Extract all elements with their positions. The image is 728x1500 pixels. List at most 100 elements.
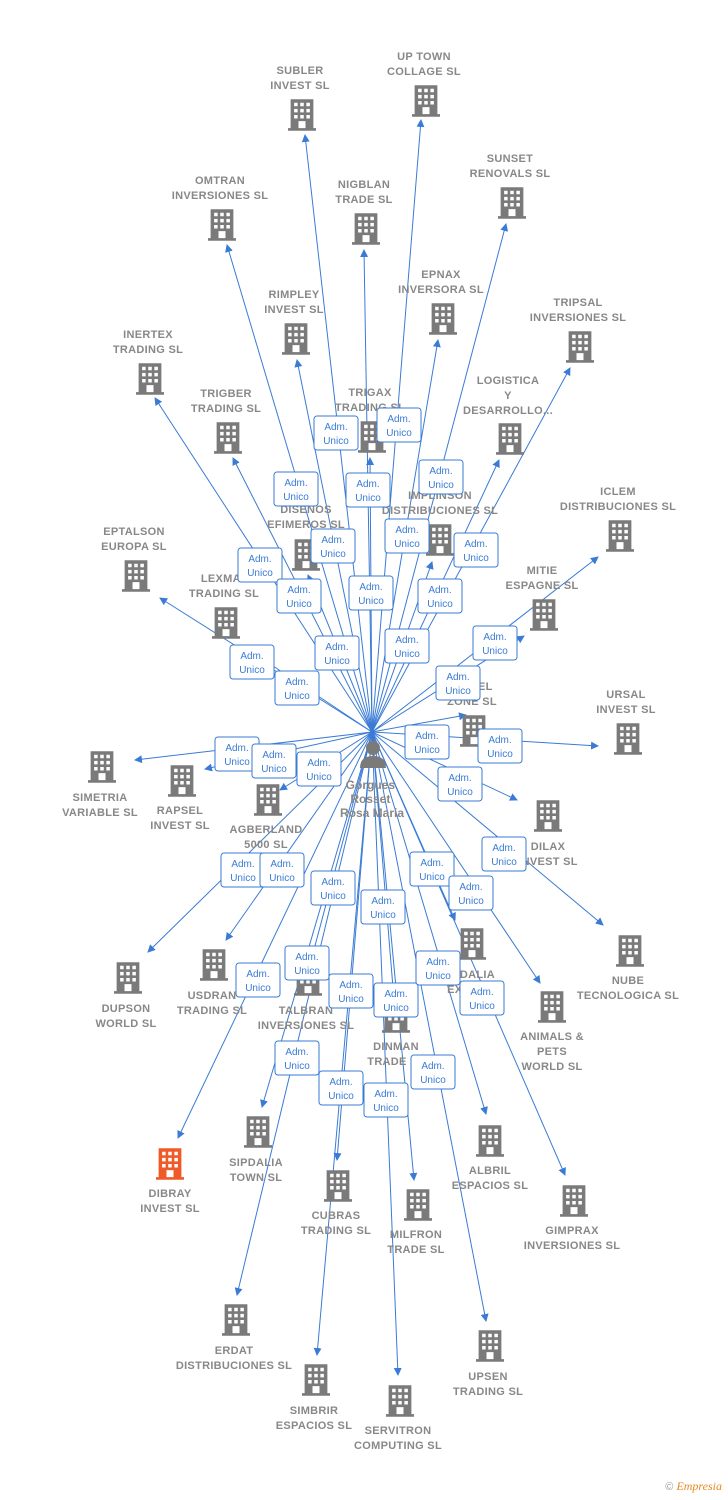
role-badge[interactable]: Adm.Unico [448, 875, 494, 911]
role-badge[interactable]: Adm.Unico [417, 578, 463, 614]
building-icon [458, 928, 486, 960]
role-type: Unico [445, 686, 471, 697]
company-label-line: INVERSIONES SL [530, 312, 627, 324]
role-badge[interactable]: Adm.Unico [437, 766, 483, 802]
role-badge[interactable]: Adm.Unico [404, 724, 450, 760]
role-badge[interactable]: Adm.Unico [418, 459, 464, 495]
role-badge[interactable]: Adm.Unico [477, 728, 523, 764]
role-badge[interactable]: Adm.Unico [435, 665, 481, 701]
role-badge[interactable]: Adm.Unico [314, 635, 360, 671]
role-badge[interactable]: Adm.Unico [409, 851, 455, 887]
role-title: Adm. [295, 952, 318, 963]
role-badge[interactable]: Adm.Unico [384, 518, 430, 554]
role-badge[interactable]: Adm.Unico [310, 528, 356, 564]
role-badge-box [229, 644, 275, 680]
role-badge[interactable]: Adm.Unico [229, 644, 275, 680]
role-badge[interactable]: Adm.Unico [259, 852, 305, 888]
role-badge[interactable]: Adm.Unico [459, 980, 505, 1016]
role-badge-box [481, 836, 527, 872]
brand-logo: Empresia [676, 1479, 722, 1493]
role-badge[interactable]: Adm.Unico [296, 751, 342, 787]
role-badge[interactable]: Adm.Unico [276, 578, 322, 614]
person-name-line-3: Rosa Maria [340, 806, 404, 820]
role-badge[interactable]: Adm.Unico [453, 532, 499, 568]
role-badge[interactable]: Adm.Unico [345, 472, 391, 508]
role-badge[interactable]: Adm.Unico [273, 471, 319, 507]
center-person-node[interactable]: Gorgues Rosset Rosa Maria [340, 741, 404, 820]
person-name-line-1: Gorgues [346, 778, 396, 792]
role-badge[interactable]: Adm.Unico [220, 852, 266, 888]
building-icon [156, 1148, 184, 1180]
role-type: Unico [323, 436, 349, 447]
role-badge[interactable]: Adm.Unico [235, 962, 281, 998]
role-badge[interactable]: Adm.Unico [348, 575, 394, 611]
role-badge[interactable]: Adm.Unico [373, 982, 419, 1018]
role-badge[interactable]: Adm.Unico [310, 870, 356, 906]
role-badge[interactable]: Adm.Unico [274, 670, 320, 706]
role-badge[interactable]: Adm.Unico [415, 950, 461, 986]
role-badge[interactable]: Adm.Unico [284, 945, 330, 981]
role-title: Adm. [387, 414, 410, 425]
company-label-line: GIMPRAX [545, 1225, 599, 1237]
role-badge[interactable]: Adm.Unico [318, 1070, 364, 1106]
role-badge[interactable]: Adm.Unico [410, 1054, 456, 1090]
role-badge[interactable]: Adm.Unico [313, 415, 359, 451]
role-badge[interactable]: Adm.Unico [360, 889, 406, 925]
role-badge-box [310, 528, 356, 564]
role-badge[interactable]: Adm.Unico [363, 1082, 409, 1118]
role-badge[interactable]: Adm.Unico [472, 625, 518, 661]
role-badge[interactable]: Adm.Unico [328, 973, 374, 1009]
role-badge[interactable]: Adm.Unico [384, 628, 430, 664]
role-badge[interactable]: Adm.Unico [251, 743, 297, 779]
role-title: Adm. [395, 635, 418, 646]
role-badge[interactable]: Adm.Unico [481, 836, 527, 872]
role-badge[interactable]: Adm.Unico [376, 407, 422, 443]
role-badge[interactable]: Adm.Unico [274, 1040, 320, 1076]
role-badge[interactable]: Adm.Unico [237, 547, 283, 583]
edge-erdat [234, 731, 373, 1296]
role-badge-box [410, 1054, 456, 1090]
company-label-line: ESPACIOS SL [452, 1180, 528, 1192]
building-icon [288, 99, 316, 131]
